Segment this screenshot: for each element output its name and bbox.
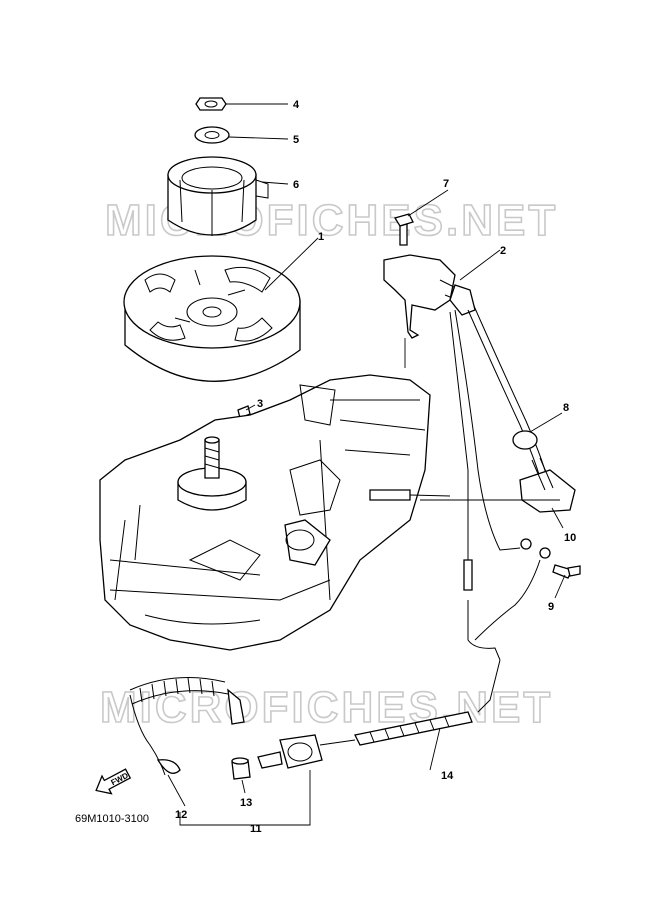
bolt-part-7 (393, 213, 414, 246)
callout-12: 12 (175, 809, 187, 821)
flywheel-part (123, 255, 301, 382)
starter-pulley-part (167, 156, 269, 236)
callout-9: 9 (548, 601, 554, 613)
callout-13: 13 (240, 797, 252, 809)
ignition-coil-part (383, 254, 476, 339)
lanyard-part (129, 677, 245, 776)
callout-labels: 4 5 6 1 2 7 3 8 10 9 14 13 12 11 (175, 99, 576, 835)
callout-2: 2 (500, 245, 506, 257)
callout-8: 8 (563, 402, 569, 414)
crankshaft-boss (177, 436, 247, 511)
cap-part-13 (231, 757, 251, 780)
ground-wires (449, 309, 551, 661)
callout-7: 7 (443, 178, 449, 190)
engine-block (99, 374, 431, 651)
callout-4: 4 (293, 99, 300, 111)
fwd-arrow-icon: FWD (95, 768, 132, 795)
callout-3: 3 (257, 398, 263, 410)
washer-part (194, 126, 230, 144)
watermark-bottom: MICROFICHES.NET (100, 683, 553, 732)
nut-part (195, 97, 227, 111)
callout-5: 5 (293, 134, 299, 146)
callout-11: 11 (250, 823, 262, 835)
callout-14: 14 (441, 770, 454, 782)
stop-switch-part (257, 734, 323, 769)
plug-cap-assembly (284, 489, 451, 566)
callout-10: 10 (564, 532, 576, 544)
callout-1: 1 (318, 231, 324, 243)
diagram-code: 69M1010-3100 (75, 813, 149, 825)
callout-6: 6 (293, 179, 299, 191)
stop-switch-lead-part (319, 659, 501, 746)
leader-lines (167, 103, 566, 826)
spark-plug-lead (467, 305, 576, 513)
screw-part-9 (552, 564, 581, 579)
